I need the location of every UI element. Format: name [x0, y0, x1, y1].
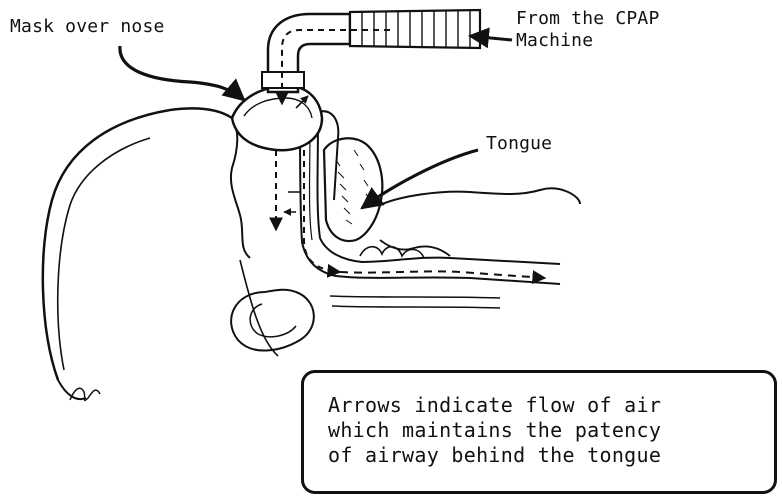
note-line-1: Arrows indicate flow of air — [328, 393, 774, 418]
ear-outline — [231, 290, 314, 351]
head-outline — [43, 108, 232, 380]
tongue-leader-arrow — [362, 150, 478, 208]
mask-label: Mask over nose — [10, 16, 165, 38]
tongue-label: Tongue — [486, 133, 552, 155]
airway-inner-wall — [310, 130, 313, 240]
tongue-shape — [324, 138, 382, 241]
esophagus-walls — [330, 296, 500, 308]
cpap-label: From the CPAP Machine — [516, 8, 659, 52]
tongue-hatching — [336, 150, 370, 224]
nasal-mask — [232, 86, 322, 150]
airflow-arrow-side — [284, 192, 300, 212]
head-inner-contour — [58, 138, 150, 370]
neck-back-line — [240, 260, 278, 356]
cpap-label-line1: From the CPAP — [516, 8, 659, 30]
note-line-3: of airway behind the tongue — [328, 443, 774, 468]
cpap-label-line2: Machine — [516, 30, 659, 52]
explanation-note-box: Arrows indicate flow of air which mainta… — [301, 370, 777, 494]
jaw-outline — [380, 188, 580, 205]
note-line-2: which maintains the patency — [328, 418, 774, 443]
mask-leader-arrow — [120, 46, 244, 100]
cpap-hose — [350, 10, 480, 48]
chin-outline — [380, 240, 450, 256]
